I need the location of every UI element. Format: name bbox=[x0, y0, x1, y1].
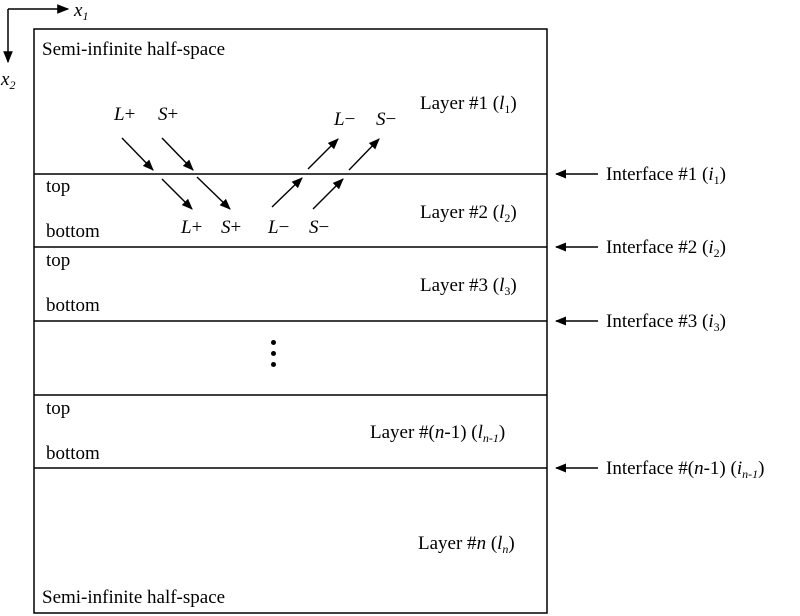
interface-2-label: Interface #2 (i2) bbox=[606, 237, 726, 260]
layer-n-1-bottom-label: bottom bbox=[46, 443, 100, 464]
layer-n-1-top-label: top bbox=[46, 398, 71, 419]
l-minus-layer1-arrow bbox=[307, 138, 339, 170]
layer3-bottom-label: bottom bbox=[46, 295, 100, 316]
layer-2-label: Layer #2 (l2) bbox=[420, 202, 517, 225]
s-plus-incident-label: S+ bbox=[158, 104, 179, 125]
l-plus-incident-arrow bbox=[121, 137, 154, 171]
layer-1-label: Layer #1 (l1) bbox=[420, 93, 517, 116]
layer-n-label: Layer #n (ln) bbox=[418, 533, 515, 556]
l-minus-layer2-label: L− bbox=[268, 217, 290, 238]
s-minus-layer1-arrow bbox=[348, 138, 380, 171]
l-plus-transmitted-arrow bbox=[161, 178, 193, 210]
s-minus-layer2-label: S− bbox=[309, 217, 330, 238]
interface-n-1-label: Interface #(n-1) (in-1) bbox=[606, 458, 765, 481]
vertical-ellipsis-icon bbox=[268, 340, 278, 373]
l-plus-incident-label: L+ bbox=[114, 104, 136, 125]
l-minus-layer2-arrow bbox=[271, 177, 303, 208]
l-plus-layer2-label: L+ bbox=[181, 217, 203, 238]
l-minus-layer1-label: L− bbox=[334, 109, 356, 130]
layer2-top-label: top bbox=[46, 176, 71, 197]
half-space-top-label: Semi-infinite half-space bbox=[42, 39, 226, 60]
x2-axis-label: x2 bbox=[1, 69, 16, 92]
s-plus-transmitted-arrow bbox=[196, 176, 231, 210]
s-plus-layer2-label: S+ bbox=[221, 217, 242, 238]
s-plus-incident-arrow bbox=[161, 137, 194, 171]
half-space-bottom-label: Semi-infinite half-space bbox=[42, 587, 226, 608]
x1-axis-label: x1 bbox=[74, 0, 89, 23]
layer3-top-label: top bbox=[46, 250, 71, 271]
interface-1-label: Interface #1 (i1) bbox=[606, 164, 726, 187]
layer2-bottom-label: bottom bbox=[46, 221, 100, 242]
interface-3-label: Interface #3 (i3) bbox=[606, 311, 726, 334]
s-minus-layer1-label: S− bbox=[376, 109, 397, 130]
layer-n-1-label: Layer #(n-1) (ln-1) bbox=[370, 422, 506, 445]
layer-3-label: Layer #3 (l3) bbox=[420, 275, 517, 298]
s-minus-layer2-arrow bbox=[312, 178, 344, 210]
